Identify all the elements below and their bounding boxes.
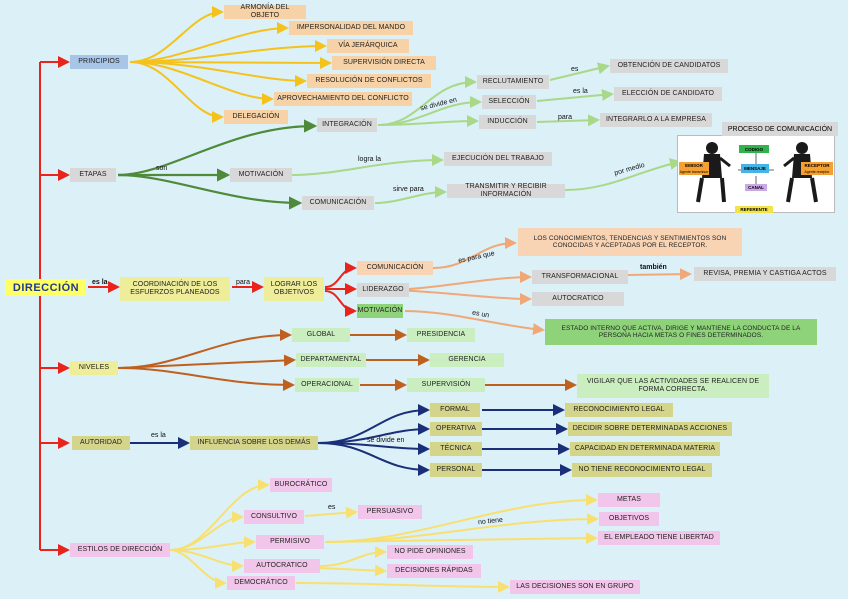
autoridad-formal-result: RECONOCIMIENTO LEGAL <box>565 403 673 417</box>
induccion-node: INDUCCIÓN <box>479 115 536 129</box>
etapas-node: ETAPAS <box>70 168 116 182</box>
autoridad-node: AUTORIDAD <box>72 436 130 450</box>
codigo-label: CODIGO <box>739 145 769 153</box>
influencia-connector: se divide en <box>367 437 405 444</box>
motivacion-node: MOTIVACIÓN <box>230 168 292 182</box>
integracion-node: INTEGRACIÓN <box>317 118 377 132</box>
induccion-result: INTEGRARLO A LA EMPRESA <box>600 113 712 127</box>
autoridad-connector: es la <box>151 432 166 439</box>
seleccion-result: ELECCIÓN DE CANDIDATO <box>614 87 722 101</box>
supervision-result: VIGILAR QUE LAS ACTIVIDADES SE REALICEN … <box>577 374 769 398</box>
reclutamiento-node: RECLUTAMIENTO <box>477 75 549 89</box>
motivacion-2-result: ESTADO INTERNO QUE ACTIVA, DIRIGE Y MANT… <box>545 319 817 345</box>
autoridad-operativa-result: DECIDIR SOBRE DETERMINADAS ACCIONES <box>568 422 732 436</box>
estilo-permisivo: PERMISIVO <box>256 535 324 549</box>
estilos-node: ESTILOS DE DIRECCIÓN <box>70 543 170 557</box>
etapas-connector: son <box>156 165 168 172</box>
emisor-sub-label: Agente transmisor <box>679 169 709 175</box>
referente-label: REFERENTE <box>735 206 773 213</box>
principio-item: APROVECHAMIENTO DEL CONFLICTO <box>274 92 412 106</box>
autoridad-operativa: OPERATIVA <box>430 422 482 436</box>
nivel-operacional: OPERACIONAL <box>295 378 359 392</box>
motivacion-2-node: MOTIVACIÓN <box>357 304 403 318</box>
transformacional-node: TRANSFORMACIONAL <box>532 270 628 284</box>
seleccion-node: SELECCIÓN <box>482 95 536 109</box>
autocratico-result-rapidas: DECISIONES RÁPIDAS <box>387 564 481 578</box>
coordinacion-node: COORDINACIÓN DE LOS ESFUERZOS PLANEADOS <box>120 277 230 301</box>
motivacion-result: EJECUCIÓN DEL TRABAJO <box>444 152 552 166</box>
principio-item: RESOLUCIÓN DE CONFLICTOS <box>307 74 431 88</box>
democratico-result: LAS DECISIONES SON EN GRUPO <box>510 580 640 594</box>
comunicacion-connector: sirve para <box>393 186 424 193</box>
autocratico-result-opiniones: NO PIDE OPINIONES <box>387 545 473 559</box>
permisivo-result-objetivos: OBJETIVOS <box>599 512 659 526</box>
mensaje-label: MENSAJE <box>741 164 769 173</box>
reclutamiento-connector: es <box>571 66 579 73</box>
receptor-label: RECEPTOR <box>801 162 833 169</box>
motivacion-connector: logra la <box>358 156 381 163</box>
autoridad-personal-result: NO TIENE RECONOCIMIENTO LEGAL <box>572 463 712 477</box>
principio-item: DELEGACIÓN <box>224 110 288 124</box>
lograr-objetivos-node: LOGRAR LOS OBJETIVOS <box>264 277 324 301</box>
nivel-global: GLOBAL <box>292 328 350 342</box>
process-title: PROCESO DE COMUNICACIÓN <box>722 122 838 136</box>
estilo-autocratico: AUTOCRATICO <box>244 559 320 573</box>
autoridad-tecnica: TÉCNICA <box>430 442 482 456</box>
consultivo-result: PERSUASIVO <box>358 505 422 519</box>
principio-item: ARMONÍA DEL OBJETO <box>224 4 306 19</box>
comunicacion-2-result: LOS CONOCIMIENTOS, TENDENCIAS Y SENTIMIE… <box>518 228 742 256</box>
nivel-departamental-result: GERENCIA <box>430 353 504 367</box>
canal-label: CANAL <box>745 184 767 191</box>
nivel-departamental: DEPARTAMENTAL <box>296 353 366 367</box>
nivel-global-result: PRESIDENCIA <box>407 328 475 342</box>
receptor-sub-label: Agente receptor <box>801 169 833 175</box>
transformacional-connector: también <box>640 264 667 271</box>
root-node: DIRECCIÓN <box>6 279 86 296</box>
niveles-node: NIVELES <box>70 361 118 375</box>
reclutamiento-result: OBTENCIÓN DE CANDIDATOS <box>610 59 728 73</box>
influencia-node: INFLUENCIA SOBRE LOS DEMÁS <box>190 436 318 450</box>
autoridad-formal: FORMAL <box>430 403 480 417</box>
permisivo-result-metas: METAS <box>598 493 660 507</box>
transformacional-result: REVISA, PREMIA Y CASTIGA ACTOS <box>694 267 836 281</box>
coordinacion-connector: para <box>236 279 251 286</box>
principio-item: VÍA JERÁRQUICA <box>327 39 409 53</box>
autocratico-lid-node: AUTOCRATICO <box>532 292 624 306</box>
seleccion-connector: es la <box>573 88 588 95</box>
comunicacion-node: COMUNICACIÓN <box>302 196 374 210</box>
principio-item: IMPERSONALIDAD DEL MANDO <box>289 21 413 35</box>
principio-item: SUPERVISIÓN DIRECTA <box>332 56 436 70</box>
nivel-operacional-result: SUPERVISIÓN <box>407 378 485 392</box>
estilo-burocratico: BUROCRÁTICO <box>270 478 332 492</box>
liderazgo-node: LIDERAZGO <box>357 283 409 297</box>
autoridad-personal: PERSONAL <box>430 463 482 477</box>
comunicacion-result: TRANSMITIR Y RECIBIR INFORMACIÓN <box>447 183 565 198</box>
consultivo-connector: es <box>328 504 336 511</box>
estilo-consultivo: CONSULTIVO <box>244 510 304 524</box>
emisor-label: EMISOR <box>679 162 709 169</box>
permisivo-result-libertad: EL EMPLEADO TIENE LIBERTAD <box>598 531 720 545</box>
estilo-democratico: DEMOCRÁTICO <box>227 576 295 590</box>
esla-connector: es la <box>92 279 108 286</box>
induccion-connector: para <box>558 114 573 121</box>
principios-node: PRINCIPIOS <box>70 55 128 69</box>
autoridad-tecnica-result: CAPACIDAD EN DETERMINADA MATERIA <box>570 442 720 456</box>
comunicacion-2-node: COMUNICACIÓN <box>357 261 433 275</box>
